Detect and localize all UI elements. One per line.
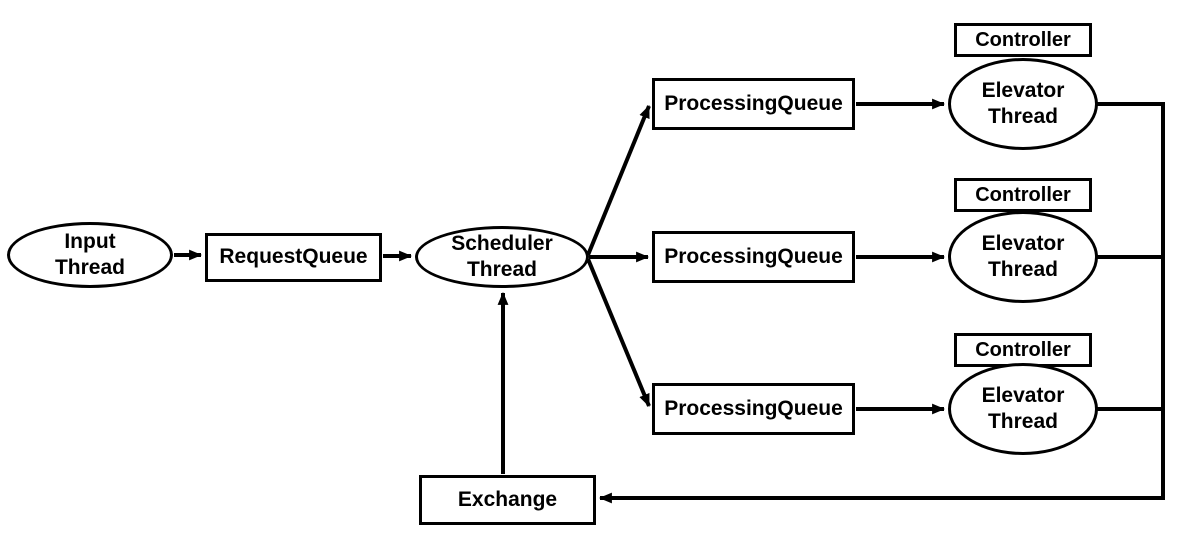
node-scheduler-thread: Scheduler Thread — [415, 226, 589, 288]
processing-queue-1-label: ProcessingQueue — [664, 91, 843, 115]
node-exchange: Exchange — [419, 475, 596, 525]
node-processing-queue-2: ProcessingQueue — [652, 231, 855, 283]
node-elevator-thread-2: Elevator Thread — [948, 211, 1098, 303]
node-elevator-thread-3: Elevator Thread — [948, 363, 1098, 455]
edge-scheduler-to-processingqueue-1 — [586, 104, 651, 256]
input-thread-label: Input Thread — [54, 229, 125, 279]
node-processing-queue-3: ProcessingQueue — [652, 383, 855, 435]
node-controller-2: Controller — [954, 178, 1092, 212]
node-controller-1: Controller — [954, 23, 1092, 57]
controller-1-label: Controller — [975, 28, 1071, 51]
processing-queue-2-label: ProcessingQueue — [664, 244, 843, 268]
node-controller-3: Controller — [954, 333, 1092, 367]
node-processing-queue-1: ProcessingQueue — [652, 78, 855, 130]
scheduler-thread-label: Scheduler Thread — [451, 231, 553, 281]
processing-queue-3-label: ProcessingQueue — [664, 396, 843, 420]
node-input-thread: Input Thread — [7, 222, 173, 288]
elevator-thread-1-label: Elevator Thread — [981, 78, 1065, 128]
exchange-label: Exchange — [457, 487, 558, 511]
elevator-thread-3-label: Elevator Thread — [981, 383, 1065, 433]
edge-bus-to-exchange — [598, 102, 1165, 504]
controller-2-label: Controller — [975, 183, 1071, 206]
request-queue-label: RequestQueue — [219, 245, 368, 269]
node-request-queue: RequestQueue — [205, 233, 382, 282]
node-elevator-thread-1: Elevator Thread — [948, 58, 1098, 150]
controller-3-label: Controller — [975, 338, 1071, 361]
elevator-thread-2-label: Elevator Thread — [981, 231, 1065, 281]
edge-scheduler-to-processingqueue-3 — [586, 258, 651, 408]
